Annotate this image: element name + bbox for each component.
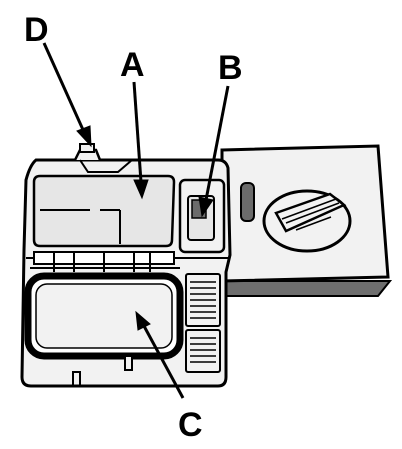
knob-ridge-1 [281, 198, 337, 220]
latch-notch [79, 159, 133, 173]
vent-grille [185, 273, 221, 373]
housing-shadow [221, 280, 393, 297]
arrow-c [135, 310, 185, 399]
rinse-aid-knob [262, 189, 352, 253]
cup-c-tab-1 [72, 371, 81, 386]
label-a: A [120, 46, 145, 84]
arrow-b [198, 85, 230, 218]
detergent-cup-a [32, 174, 176, 248]
label-b: B [218, 49, 243, 87]
knob-grip [274, 192, 347, 233]
label-d: D [24, 11, 49, 49]
arrow-a [132, 81, 149, 200]
arrow-d [42, 42, 92, 148]
cup-c-inner [35, 283, 173, 349]
label-c: C [178, 406, 203, 444]
vent-lower [185, 329, 221, 373]
indicator-slot [240, 182, 255, 222]
latch-cap [79, 143, 95, 153]
latch [73, 143, 133, 173]
main-wash-cup-c [24, 272, 184, 386]
leader-arrows [42, 42, 230, 399]
knob-ridge-3 [295, 216, 332, 231]
knob-ridge-2 [285, 202, 340, 224]
lid-ribs [33, 251, 175, 272]
cup-c-tab-2 [124, 355, 133, 371]
